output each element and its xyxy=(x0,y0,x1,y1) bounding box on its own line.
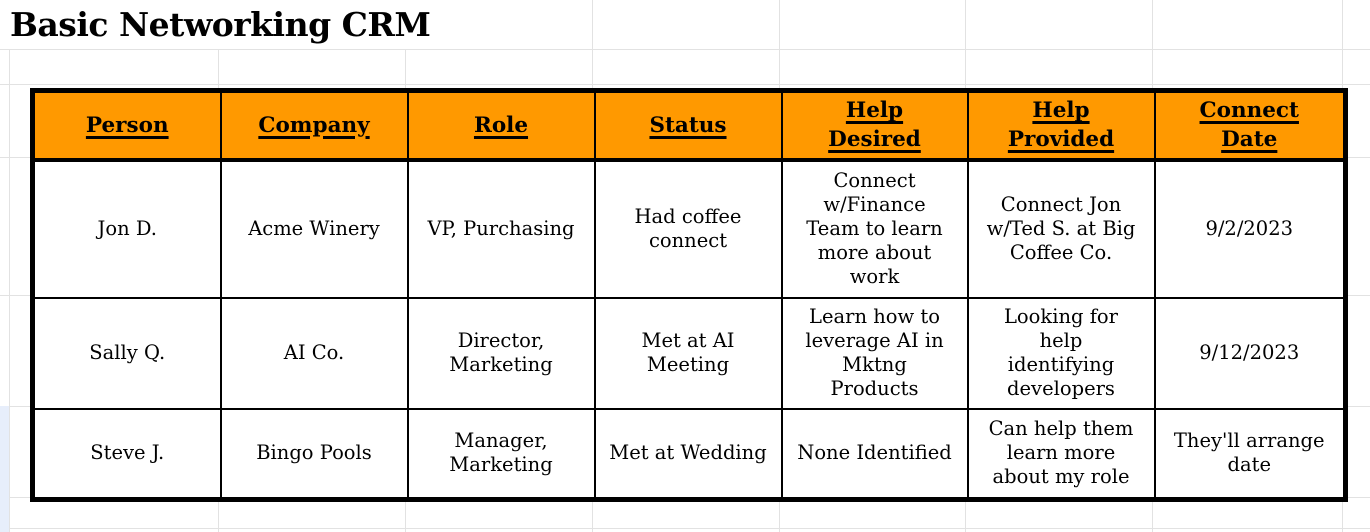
table-row: Steve J. Bingo Pools Manager, Marketing … xyxy=(31,407,1347,501)
cell[interactable]: Sally Q. xyxy=(31,296,222,410)
cell[interactable]: Learn how to leverage AI in Mktng Produc… xyxy=(780,296,969,410)
cell[interactable]: Director, Marketing xyxy=(406,296,596,410)
cell[interactable]: None Identified xyxy=(780,407,969,501)
header-row: Person Company Role Status Help Desired … xyxy=(31,89,1347,162)
crm-table: Person Company Role Status Help Desired … xyxy=(30,88,1348,502)
gridline xyxy=(0,528,1370,529)
cell[interactable]: Had coffee connect xyxy=(593,158,783,299)
cell[interactable]: Steve J. xyxy=(31,407,222,501)
gridline xyxy=(9,0,10,532)
sheet-title-cell[interactable]: Basic Networking CRM xyxy=(0,0,470,49)
cell[interactable]: Can help them learn more about my role xyxy=(966,407,1156,501)
cell[interactable]: Looking for help identifying developers xyxy=(966,296,1156,410)
column-header-role[interactable]: Role xyxy=(406,89,596,162)
column-header-connect-date[interactable]: Connect Date xyxy=(1153,89,1347,162)
cell[interactable]: Connect Jon w/Ted S. at Big Coffee Co. xyxy=(966,158,1156,299)
cell[interactable]: Bingo Pools xyxy=(219,407,409,501)
page-title: Basic Networking CRM xyxy=(10,5,431,44)
cell[interactable]: Connect w/Finance Team to learn more abo… xyxy=(780,158,969,299)
cell[interactable]: AI Co. xyxy=(219,296,409,410)
table-row: Sally Q. AI Co. Director, Marketing Met … xyxy=(31,296,1347,410)
column-header-company[interactable]: Company xyxy=(219,89,409,162)
gridline xyxy=(0,84,1370,85)
cell[interactable]: 9/2/2023 xyxy=(1153,158,1347,299)
gridline xyxy=(0,49,1370,50)
column-header-person[interactable]: Person xyxy=(31,89,222,162)
selection-tint xyxy=(0,406,9,532)
column-header-help-provided[interactable]: Help Provided xyxy=(966,89,1156,162)
table-row: Jon D. Acme Winery VP, Purchasing Had co… xyxy=(31,158,1347,299)
column-header-status[interactable]: Status xyxy=(593,89,783,162)
cell[interactable]: 9/12/2023 xyxy=(1153,296,1347,410)
cell[interactable]: Met at Wedding xyxy=(593,407,783,501)
cell[interactable]: VP, Purchasing xyxy=(406,158,596,299)
cell[interactable]: Jon D. xyxy=(31,158,222,299)
cell[interactable]: They'll arrange date xyxy=(1153,407,1347,501)
cell[interactable]: Manager, Marketing xyxy=(406,407,596,501)
cell[interactable]: Met at AI Meeting xyxy=(593,296,783,410)
column-header-help-desired[interactable]: Help Desired xyxy=(780,89,969,162)
cell[interactable]: Acme Winery xyxy=(219,158,409,299)
